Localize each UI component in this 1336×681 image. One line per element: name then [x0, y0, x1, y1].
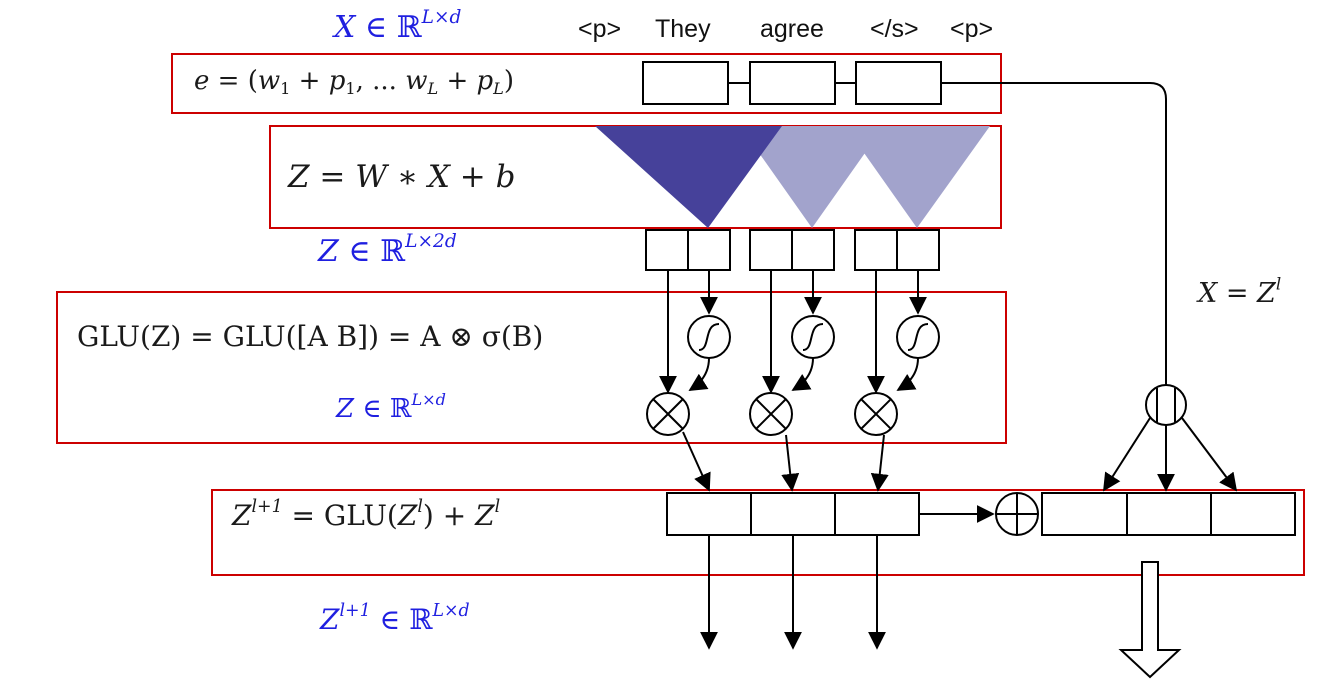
sigmoid-icons [687, 315, 940, 359]
skip-connection-line [941, 82, 1167, 386]
conv-filter-2 [740, 126, 884, 228]
multiply-crosses [652, 398, 892, 430]
token-end: </s> [870, 15, 919, 43]
token-they: They [655, 15, 711, 43]
token-agree: agree [760, 15, 824, 43]
conv-output-cells [645, 229, 940, 271]
glu-output-space-label: Z ∈ ℝL×d [336, 389, 446, 424]
skip-branch-icon [1145, 384, 1187, 426]
next-layer-arrow [1118, 561, 1182, 679]
embedding-formula: e = (w1 + p1, ... wL + pL) [194, 66, 515, 98]
glu-output-cells [666, 492, 920, 536]
layer-output-space-label: Zl+1 ∈ ℝL×d [320, 600, 470, 636]
gate-to-output-arrows [682, 431, 889, 492]
conv-output-space-label: Z ∈ ℝL×2d [318, 231, 457, 269]
input-space-label: X ∈ ℝL×d [334, 7, 462, 45]
embedding-cells [642, 61, 942, 105]
convolution-formula: Z = W ∗ X + b [288, 159, 516, 195]
skip-output-cells [1041, 492, 1296, 536]
residual-formula: Zl+1 = GLU(Zl) + Zl [232, 496, 501, 532]
conv-filter-3 [845, 126, 990, 228]
token-p-end: <p> [950, 15, 994, 43]
glu-box [56, 291, 1007, 444]
sigmoid-curves [698, 323, 929, 351]
output-arrows [700, 535, 886, 650]
glu-formula: GLU(Z) = GLU([A B]) = A ⊗ σ(B) [77, 320, 544, 353]
conv-filter-1 [595, 126, 782, 228]
skip-formula: X = Zl [1198, 273, 1282, 309]
token-p-start: <p> [578, 15, 622, 43]
residual-box [211, 489, 1305, 576]
conv-to-gate-arrows [659, 270, 927, 394]
add-icon [995, 492, 1039, 536]
skip-branch-arrows [1103, 388, 1238, 492]
